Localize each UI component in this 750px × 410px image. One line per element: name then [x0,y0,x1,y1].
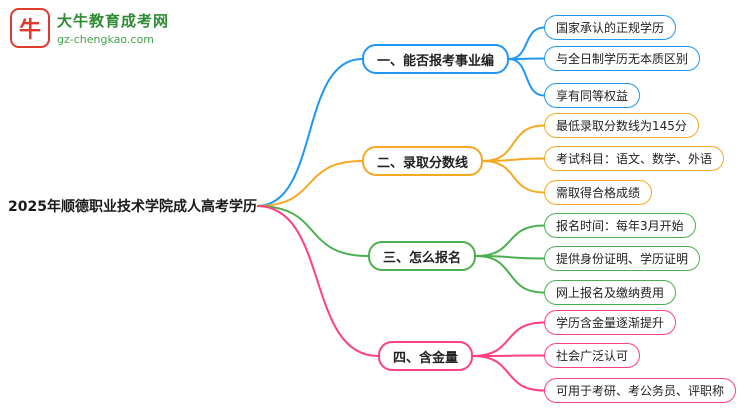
leaf-node: 需取得合格成绩 [544,180,653,205]
leaf-node: 网上报名及缴纳费用 [544,280,677,305]
logo-title: 大牛教育成考网 [57,12,170,30]
logo-domain: gz-chengkao.com [57,33,154,46]
leaf-node: 社会广泛认可 [544,343,641,368]
leaf-node: 考试科目：语文、数学、外语 [544,146,725,171]
leaf-node: 提供身份证明、学历证明 [544,246,701,271]
leaf-node: 享有同等权益 [544,83,641,108]
leaf-node: 与全日制学历无本质区别 [544,46,701,71]
leaf-node: 可用于考研、考公务员、评职称 [544,378,737,403]
leaf-node: 国家承认的正规学历 [544,15,677,40]
root-node: 2025年顺德职业技术学院成人高考学历 [8,199,257,215]
leaf-node: 报名时间：每年3月开始 [544,213,696,238]
logo-text: 大牛教育成考网 gz-chengkao.com [57,10,169,46]
branch-node-value: 四、含金量 [378,341,474,371]
site-logo: 牛 大牛教育成考网 gz-chengkao.com [10,8,169,48]
bull-logo-icon: 牛 [10,8,50,48]
leaf-node: 学历含金量逐渐提升 [544,310,677,335]
branch-node-how-to-register: 三、怎么报名 [368,241,477,271]
leaf-node: 最低录取分数线为145分 [544,113,699,138]
branch-node-admission-score: 二、录取分数线 [362,146,484,176]
branch-node-employment: 一、能否报考事业编 [362,44,510,74]
